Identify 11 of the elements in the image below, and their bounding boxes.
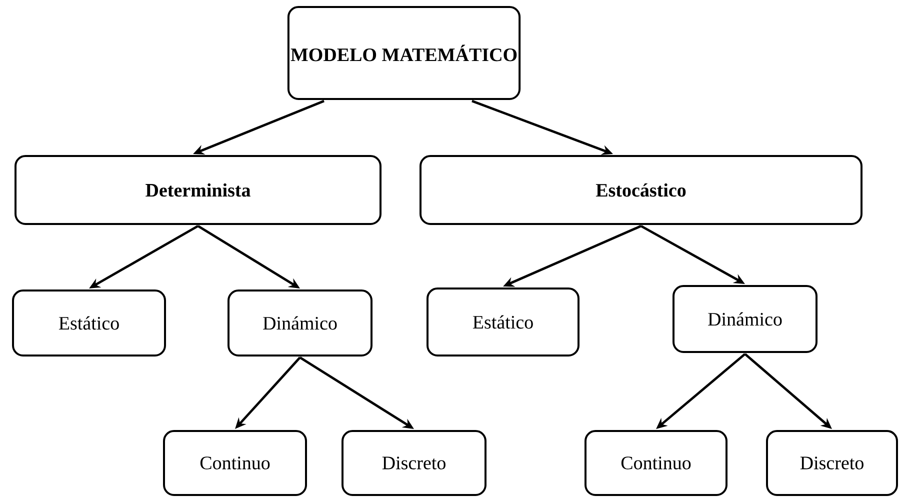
leaf-box: Discreto bbox=[342, 430, 486, 496]
leaf-box: Estático bbox=[12, 290, 166, 356]
leaf-box: Discreto bbox=[766, 430, 898, 496]
leaf-box: Continuo bbox=[584, 430, 728, 496]
process-box: Dinámico bbox=[672, 285, 818, 353]
leaf-box: Estático bbox=[426, 288, 580, 356]
category-box: Determinista bbox=[14, 155, 382, 225]
root-box: MODELO MATEMÁTICO bbox=[287, 6, 521, 100]
process-box: Dinámico bbox=[228, 290, 372, 356]
leaf-box: Continuo bbox=[163, 430, 307, 496]
category-box: Estocástico bbox=[420, 155, 862, 225]
